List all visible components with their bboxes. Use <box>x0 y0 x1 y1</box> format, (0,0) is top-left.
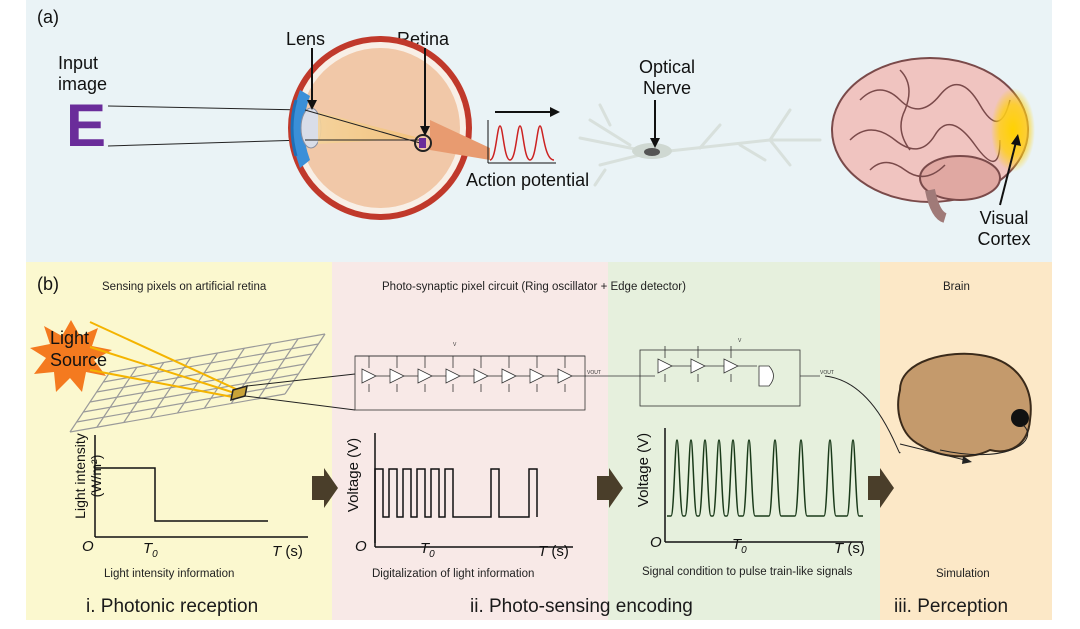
inverter-icon <box>557 368 573 384</box>
svg-text:V: V <box>738 338 742 344</box>
digital-pulse-trace <box>374 468 538 543</box>
light-rays <box>89 321 239 399</box>
sensor-and-circuit: V VOUT V VOUT <box>69 321 901 454</box>
light-source-icon <box>30 320 112 392</box>
panel-a-illustration <box>107 36 1035 223</box>
graph1-t0: T0 <box>143 540 158 560</box>
inverter-icon <box>473 368 489 384</box>
inverter-icon <box>657 358 673 374</box>
svg-text:VOUT: VOUT <box>820 370 834 376</box>
inverter-icon <box>417 368 433 384</box>
inverter-icon <box>690 358 706 374</box>
grid-line <box>69 393 286 433</box>
action-potential-plot <box>487 107 560 164</box>
pixel-grid <box>69 333 326 433</box>
col1-title: Sensing pixels on artificial retina <box>102 281 267 293</box>
region-photonic-reception <box>26 262 332 620</box>
ray-top <box>107 105 306 111</box>
graph2-ylabel: Voltage (V) <box>345 437 362 513</box>
flow-arrow-1 <box>312 468 338 508</box>
pulse-train-graph <box>664 428 863 543</box>
graph3-origin: O <box>650 534 662 551</box>
panel-b-label: (b) <box>37 274 59 294</box>
stage-perception: iii. Perception <box>894 596 1009 617</box>
grid-line <box>103 343 319 383</box>
light-source-label: Light Source <box>50 328 108 370</box>
inverter-icon <box>445 368 461 384</box>
pulse-train-trace <box>667 439 863 517</box>
light-intensity-trace <box>95 467 268 522</box>
lens-label: Lens <box>286 29 326 49</box>
perception-brain-icon <box>897 352 1032 464</box>
graph1-xlabel: T (s) <box>272 543 303 560</box>
graph2-xlabel: T (s) <box>538 543 569 560</box>
graph3-ylabel: Voltage (V) <box>635 432 652 508</box>
graph2-t0: T0 <box>420 540 435 560</box>
edge-detector-circuit <box>639 346 820 407</box>
simulation-label: Simulation <box>936 568 990 580</box>
graph1-ylabel: Light intensity (W/m²) <box>72 433 104 519</box>
inverter-icon <box>389 368 405 384</box>
inverter-icon <box>501 368 517 384</box>
graph3-xlabel: T (s) <box>834 540 865 557</box>
ray-bottom <box>107 139 306 147</box>
action-potential-label: Action potential <box>466 170 590 190</box>
digitalization-graph <box>374 433 573 548</box>
region-signal-conditioning <box>608 262 880 620</box>
light-intensity-graph <box>94 435 308 538</box>
input-letter-e: E <box>66 92 107 159</box>
optical-nerve-label: Optical Nerve <box>638 57 696 98</box>
grid-line <box>76 383 292 423</box>
brain-icon <box>831 57 1035 223</box>
inverter-icon <box>723 358 739 374</box>
grid-line <box>96 353 312 393</box>
graph2-origin: O <box>355 538 367 555</box>
ring-oscillator-circuit <box>354 355 655 411</box>
region-photo-sensing-encoding <box>332 262 608 620</box>
inverter-icon <box>529 368 545 384</box>
flow-arrow-2 <box>597 468 623 508</box>
col2-title: Photo-synaptic pixel circuit (Ring oscil… <box>382 281 686 293</box>
graph3-t0: T0 <box>732 536 747 556</box>
input-image-label: Input image <box>58 53 108 94</box>
stage-photo-sensing-encoding: ii. Photo-sensing encoding <box>470 596 693 617</box>
visual-cortex-label: Visual Cortex <box>977 208 1031 249</box>
flow-arrow-3 <box>868 468 894 508</box>
grid-line <box>89 363 306 403</box>
svg-text:VOUT: VOUT <box>587 370 601 376</box>
stage-photonic-reception: i. Photonic reception <box>86 596 259 617</box>
vdd-label-1: V <box>453 342 457 348</box>
col4-title: Brain <box>943 281 970 293</box>
eyeball-icon <box>288 36 490 220</box>
grid-line <box>83 373 299 413</box>
graph3-caption: Signal condition to pulse train-like sig… <box>642 566 853 578</box>
neuron-icon <box>578 103 822 187</box>
graph1-origin: O <box>82 538 94 555</box>
panel-a-label: (a) <box>37 7 59 27</box>
graph2-caption: Digitalization of light information <box>372 568 535 580</box>
graph1-caption: Light intensity information <box>104 568 235 580</box>
inverter-icon <box>361 368 377 384</box>
